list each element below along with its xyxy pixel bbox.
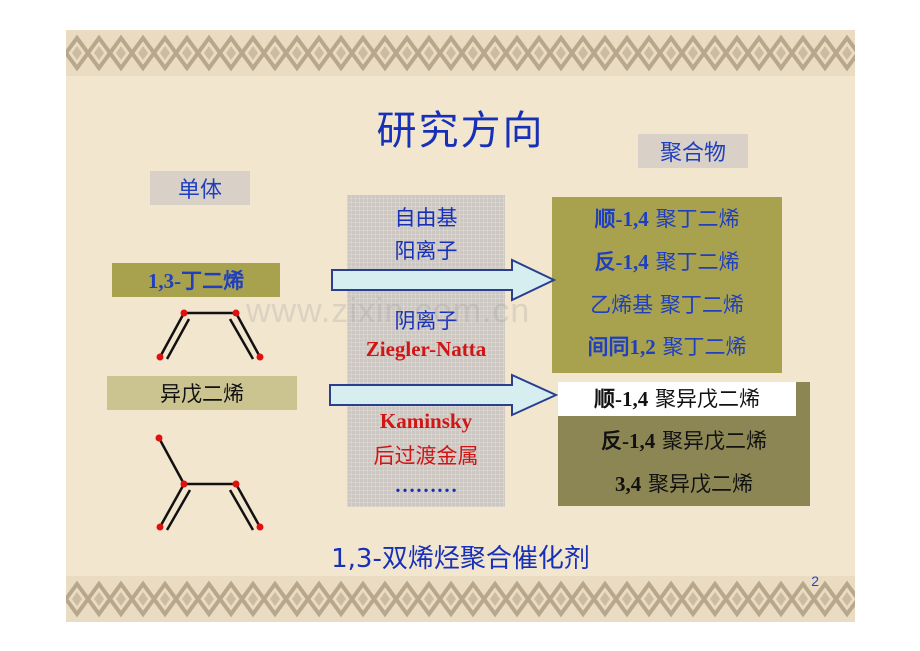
butadiene-structure-icon <box>158 311 262 360</box>
butadiene-polymer-box: 顺-1,4 聚丁二烯 反-1,4 聚丁二烯 乙烯基 聚丁二烯 间同1,2 聚丁二… <box>552 197 782 373</box>
top-border-pattern <box>66 30 855 76</box>
catalyst-free-radical: 自由基 <box>394 206 458 230</box>
catalyst-ellipsis: ……… <box>394 473 458 497</box>
catalyst-cationic: 阳离子 <box>394 239 458 263</box>
butadiene-polymer-item: 反-1,4 聚丁二烯 <box>552 246 782 276</box>
isoprene-polymer-item: 反-1,4 聚异戊二烯 <box>558 425 810 455</box>
polymer-prefix: 顺-1,4 <box>594 207 649 231</box>
polymer-prefix: 反-1,4 <box>594 250 649 274</box>
isoprene-structure-icon <box>157 437 262 531</box>
polymer-suffix: 聚丁二烯 <box>648 207 740 231</box>
butadiene-polymer-item: 间同1,2 聚丁二烯 <box>552 331 782 361</box>
polymer-suffix: 聚异戊二烯 <box>648 387 760 411</box>
page-number: 2 <box>811 573 819 589</box>
polymer-suffix: 聚异戊二烯 <box>641 472 753 496</box>
slide: 研究方向 聚合物 单体 自由基 阳离子 阴离子 Ziegler-Natta Ka… <box>66 30 855 622</box>
isoprene-polymer-item: 顺-1,4 聚异戊二烯 <box>558 382 796 416</box>
arrow-butadiene <box>331 258 557 302</box>
slide-subtitle: 1,3-双烯烃聚合催化剂 <box>331 544 590 574</box>
polymer-prefix: 顺-1,4 <box>594 387 649 411</box>
polymer-header: 聚合物 <box>638 134 748 168</box>
polymer-suffix: 聚丁二烯 <box>648 250 740 274</box>
isoprene-polymer-box: 顺-1,4 聚异戊二烯 反-1,4 聚异戊二烯 3,4 聚异戊二烯 <box>558 382 810 506</box>
butadiene-polymer-item: 乙烯基 聚丁二烯 <box>552 289 782 319</box>
watermark: www.zixin.com.cn <box>246 292 531 330</box>
catalyst-ziegler-natta: Ziegler-Natta <box>365 337 487 361</box>
isoprene-polymer-item: 3,4 聚异戊二烯 <box>558 468 810 498</box>
butadiene-polymer-item: 顺-1,4 聚丁二烯 <box>552 203 782 233</box>
catalyst-anionic: 阴离子 <box>394 309 458 333</box>
polymer-prefix: 乙烯基 <box>590 293 654 317</box>
butadiene-box: 1,3-丁二烯 <box>112 263 280 297</box>
catalyst-kaminsky: Kaminsky <box>379 409 473 433</box>
monomer-header: 单体 <box>150 171 250 205</box>
slide-title: 研究方向 <box>376 108 545 154</box>
catalyst-late-metal: 后过渡金属 <box>373 444 479 468</box>
polymer-suffix: 聚丁二烯 <box>653 293 744 317</box>
polymer-suffix: 聚丁二烯 <box>655 335 747 359</box>
polymer-prefix: 间同1,2 <box>587 335 656 359</box>
polymer-prefix: 反-1,4 <box>601 429 656 453</box>
isoprene-box: 异戊二烯 <box>107 376 297 410</box>
bottom-border-pattern <box>66 576 855 622</box>
isoprene-atoms <box>155 434 264 531</box>
catalyst-panel: 自由基 阳离子 阴离子 Ziegler-Natta Kaminsky 后过渡金属… <box>347 195 505 507</box>
diagram-overlay <box>155 258 559 531</box>
polymer-suffix: 聚异戊二烯 <box>655 429 767 453</box>
arrow-isoprene <box>329 373 559 417</box>
butadiene-atoms <box>156 309 264 361</box>
polymer-prefix: 3,4 <box>615 472 642 496</box>
